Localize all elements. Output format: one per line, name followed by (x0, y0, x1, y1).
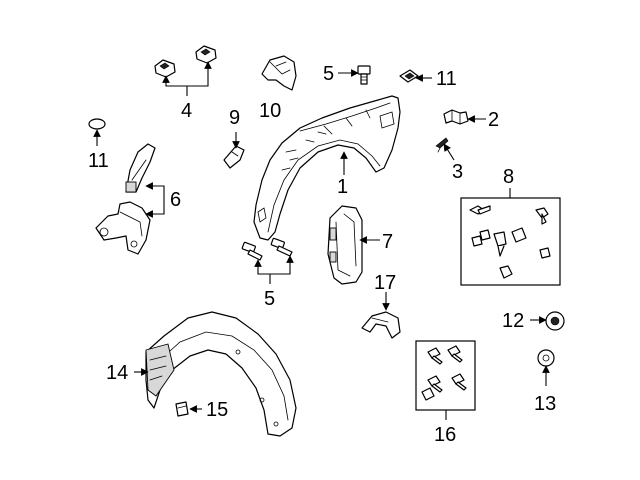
callout-12: 12 (502, 310, 524, 332)
leader-lines (93, 61, 550, 420)
bolt-kit-part-16[interactable] (415, 340, 476, 411)
bolt-part-5-right[interactable] (270, 237, 293, 257)
clip-part-9[interactable] (223, 145, 245, 169)
bracket-part-6-lower[interactable] (95, 201, 151, 255)
grommet-part-13[interactable] (537, 349, 555, 367)
callout-11-left: 11 (88, 150, 109, 172)
callout-5-top: 5 (323, 63, 334, 85)
callout-10: 10 (259, 100, 281, 122)
wheel-liner-part-14[interactable] (145, 311, 297, 437)
callout-labels: 1 2 3 4 5 5 6 7 8 9 10 11 11 12 13 14 15… (88, 63, 556, 446)
callout-17: 17 (374, 272, 396, 294)
callout-5-bottom: 5 (264, 288, 275, 310)
bracket-part-6-upper[interactable] (125, 143, 156, 193)
callout-6: 6 (170, 189, 181, 211)
bracket-part-17[interactable] (361, 311, 401, 339)
grommet-part-12[interactable] (545, 311, 565, 331)
clip-part-15[interactable] (175, 401, 189, 417)
callout-4: 4 (181, 100, 192, 122)
clip-part-3[interactable] (435, 137, 449, 153)
callout-14: 14 (106, 362, 128, 384)
callout-9: 9 (229, 107, 240, 129)
callout-11-right: 11 (436, 68, 457, 90)
callout-16: 16 (434, 424, 456, 446)
bolt-part-5-left[interactable] (241, 241, 263, 261)
fender-part-1[interactable] (253, 95, 401, 241)
callout-1: 1 (337, 176, 348, 198)
shield-part-7[interactable] (327, 205, 363, 285)
callout-8: 8 (503, 166, 514, 188)
callout-15: 15 (206, 399, 228, 421)
plug-part-11-left[interactable] (88, 118, 106, 130)
clip-part-4b[interactable] (195, 45, 217, 64)
clip-part-11-right[interactable] (399, 69, 419, 83)
bolt-part-5-top[interactable] (357, 65, 371, 85)
callout-3: 3 (452, 161, 463, 183)
clip-part-4a[interactable] (154, 59, 176, 78)
clip-kit-part-8[interactable] (460, 197, 561, 286)
bracket-part-2[interactable] (443, 109, 469, 125)
bracket-part-10[interactable] (261, 55, 297, 91)
callout-7: 7 (382, 231, 393, 253)
callout-13: 13 (534, 393, 556, 415)
callout-2: 2 (488, 109, 499, 131)
